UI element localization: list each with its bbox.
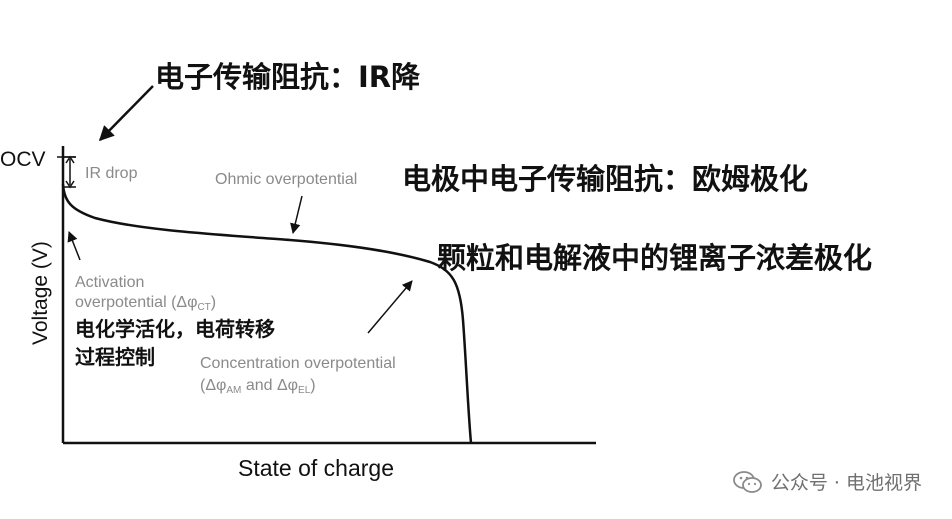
ir-note: 电子传输阻抗：IR降: [155, 60, 421, 94]
discharge-curve: [61, 183, 473, 444]
concentration-label-line1: Concentration overpotential: [200, 355, 396, 372]
ir-drop-marker: [64, 155, 76, 189]
ir-arrow: [98, 85, 154, 142]
activation-note-line1: 电化学活化，电荷转移: [75, 317, 275, 341]
y-axis-label: Voltage (V): [29, 241, 52, 345]
activation-note-line2: 过程控制: [75, 345, 155, 369]
watermark: 公众号 · 电池视界: [732, 468, 922, 495]
wechat-icon: [732, 470, 762, 493]
x-axis-label: State of charge: [238, 455, 394, 481]
watermark-text: 公众号 · 电池视界: [770, 472, 922, 494]
activation-label-line1: Activation: [75, 274, 144, 291]
ocv-label: OCV: [0, 148, 46, 171]
activation-label-line2: overpotential (ΔφCT): [75, 294, 216, 313]
concentration-note: 颗粒和电解液中的锂离子浓差极化: [437, 241, 873, 275]
ohmic-label: Ohmic overpotential: [215, 171, 357, 188]
concentration-label-line2: (ΔφAM and ΔφEL): [200, 377, 316, 396]
ohmic-note: 电极中电子传输阻抗：欧姆极化: [402, 162, 809, 196]
concentration-arrow: [367, 280, 413, 334]
activation-arrow: [67, 231, 81, 261]
ohmic-arrow: [290, 195, 303, 235]
ir-drop-label: IR drop: [85, 165, 138, 182]
